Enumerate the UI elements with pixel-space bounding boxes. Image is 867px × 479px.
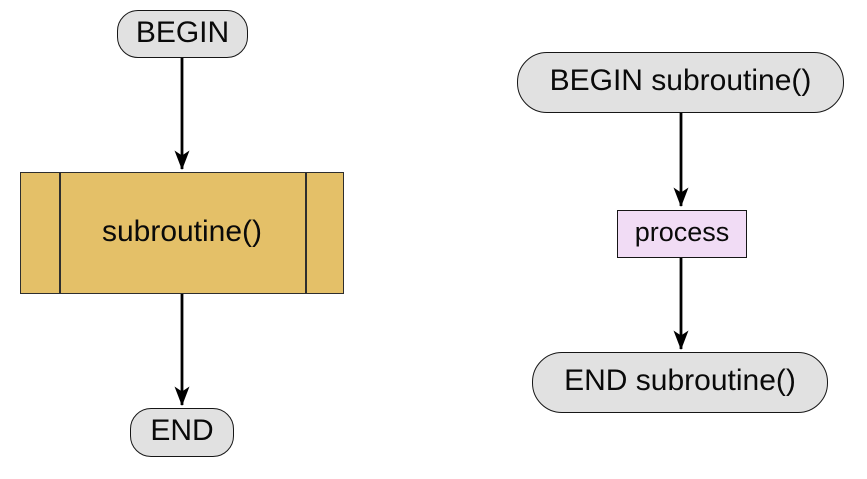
predefined-process-right-bar — [305, 173, 307, 293]
terminal-begin: BEGIN — [117, 10, 248, 58]
terminal-begin-subroutine: BEGIN subroutine() — [517, 52, 844, 113]
terminal-end-label: END — [150, 414, 214, 447]
terminal-begin-label: BEGIN — [135, 15, 230, 49]
process-box-label: process — [634, 217, 730, 247]
predefined-process-label: subroutine() — [101, 214, 263, 248]
terminal-end-subroutine: END subroutine() — [532, 352, 828, 413]
terminal-end: END — [130, 408, 234, 457]
terminal-end-subroutine-label: END subroutine() — [564, 364, 796, 397]
predefined-process-subroutine: subroutine() — [20, 172, 344, 294]
predefined-process-left-bar — [59, 173, 61, 293]
process-box: process — [617, 210, 747, 258]
terminal-begin-subroutine-label: BEGIN subroutine() — [549, 64, 812, 97]
